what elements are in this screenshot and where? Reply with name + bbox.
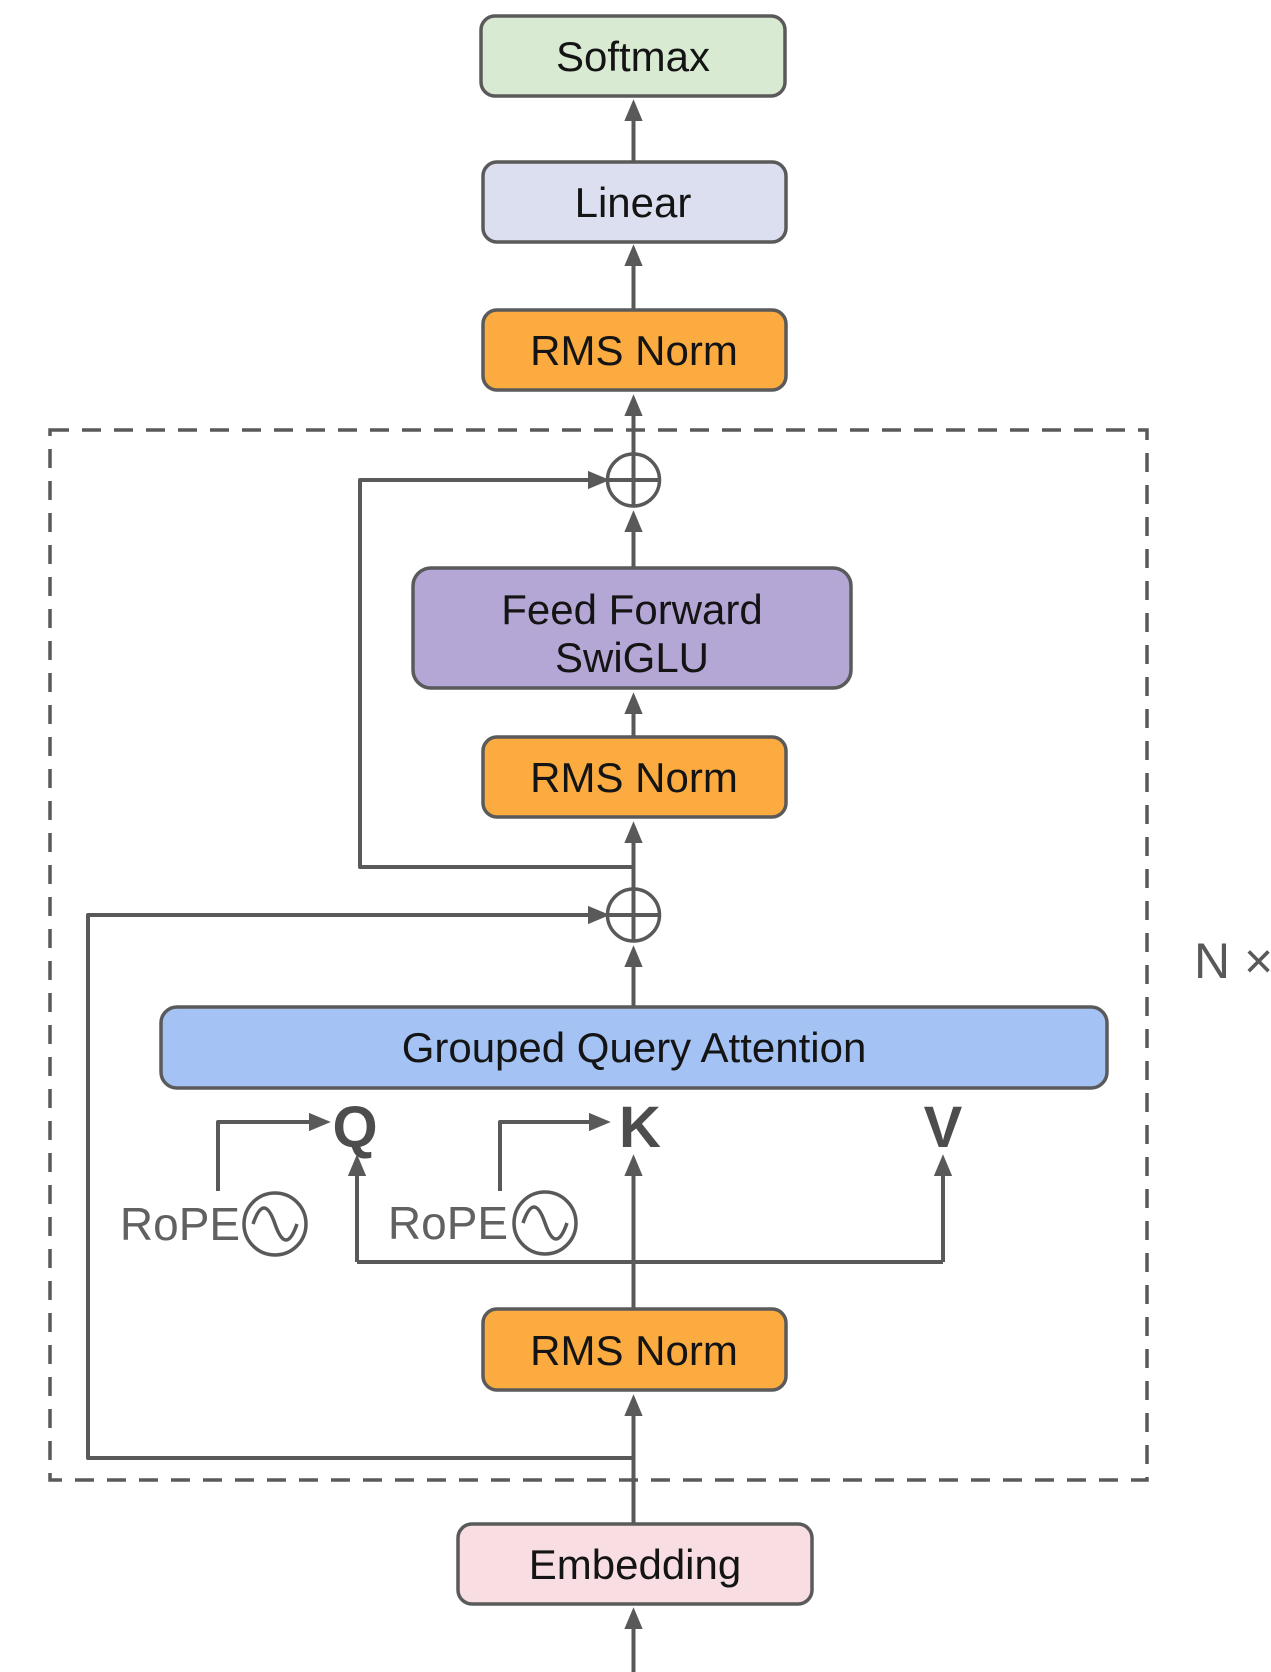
embedding-block: Embedding: [456, 1522, 814, 1606]
linear-label: Linear: [575, 179, 692, 226]
feed-forward-label-line1: Feed Forward: [501, 586, 762, 633]
k-label: K: [619, 1095, 661, 1160]
softmax-block: Softmax: [479, 14, 787, 98]
repeat-block-dashed-border: [48, 428, 1149, 1482]
rms-norm-top-label: RMS Norm: [530, 327, 738, 374]
rope-q-icon: [242, 1191, 308, 1257]
rms-norm-bottom-block: RMS Norm: [481, 1307, 788, 1392]
attention-add-circle: [605, 887, 662, 943]
rope-q-label: RoPE: [120, 1198, 240, 1250]
ffn-residual-skip-arrow: [358, 470, 634, 869]
feed-forward-block: Feed Forward SwiGLU: [411, 566, 853, 690]
rope-k-icon: [512, 1190, 578, 1256]
v-label: V: [924, 1095, 963, 1160]
grouped-query-attention-label: Grouped Query Attention: [402, 1024, 867, 1071]
rope-to-q-arrow: [216, 1112, 331, 1191]
feed-forward-label-line2: SwiGLU: [555, 634, 709, 681]
q-label: Q: [332, 1095, 377, 1160]
attention-residual-skip-arrow: [86, 905, 634, 1460]
softmax-label: Softmax: [556, 33, 710, 80]
rms-norm-mid-block: RMS Norm: [481, 735, 788, 819]
rope-k-label: RoPE: [388, 1197, 508, 1249]
ffn-add-circle: [605, 452, 662, 508]
repeat-count-label: N ×: [1194, 933, 1271, 989]
rms-norm-top-block: RMS Norm: [481, 308, 788, 392]
linear-block: Linear: [481, 160, 788, 244]
rope-to-k-arrow: [498, 1112, 611, 1191]
embedding-label: Embedding: [529, 1541, 741, 1588]
rms-norm-bottom-label: RMS Norm: [530, 1327, 738, 1374]
grouped-query-attention-block: Grouped Query Attention: [159, 1005, 1109, 1090]
rms-norm-mid-label: RMS Norm: [530, 754, 738, 801]
